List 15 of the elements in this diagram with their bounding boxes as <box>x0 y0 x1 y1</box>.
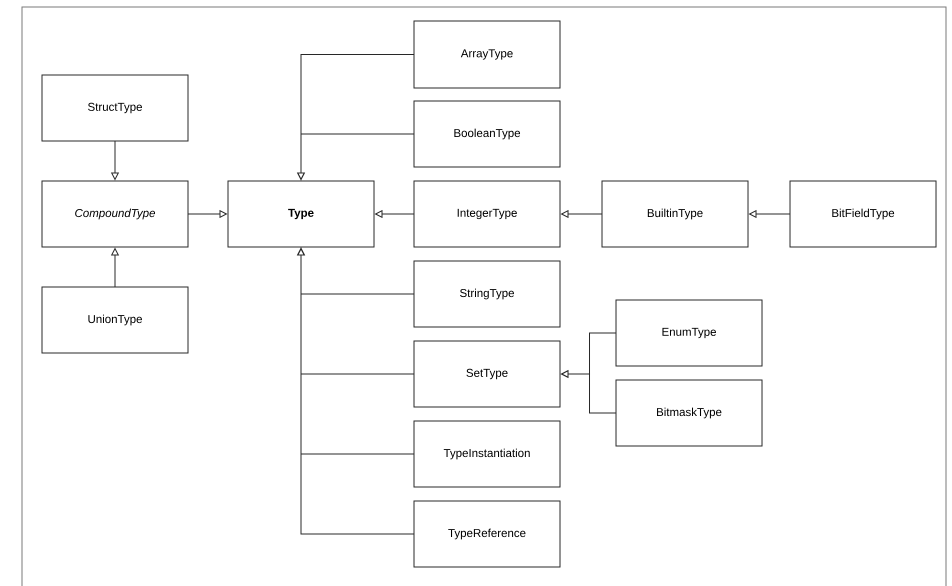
class-box: BuiltinType <box>602 180 748 248</box>
class-box: StructType <box>42 74 188 142</box>
class-box: BitmaskType <box>616 380 763 446</box>
class-box: UnionType <box>42 286 188 354</box>
class-box: TypeInstantiation <box>414 420 560 488</box>
class-box: StringType <box>414 260 560 328</box>
class-box: CompoundType <box>42 180 188 248</box>
class-box: Type <box>228 180 374 248</box>
class-box: BitFieldType <box>790 180 937 248</box>
class-box: BooleanType <box>414 100 560 168</box>
class-box: TypeReference <box>414 500 560 568</box>
class-box: SetType <box>414 340 560 408</box>
class-box: EnumType <box>616 300 763 366</box>
class-box: IntegerType <box>414 180 560 248</box>
class-box: ArrayType <box>414 20 560 88</box>
